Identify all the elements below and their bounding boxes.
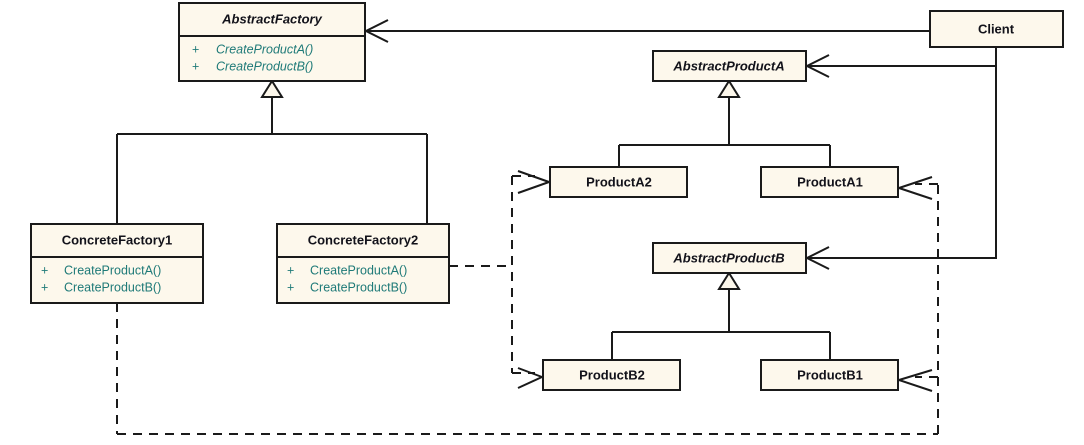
- class-box-abstract-product-b[interactable]: AbstractProductB: [652, 242, 807, 274]
- dependency-concretefactory1-products[interactable]: [116, 176, 939, 435]
- class-box-product-a1[interactable]: ProductA1: [760, 166, 899, 198]
- class-title-product-b1: ProductB1: [797, 367, 863, 382]
- class-title-product-a1: ProductA1: [797, 174, 863, 189]
- member-name-createproducta: CreateProductA(): [216, 42, 313, 56]
- member-name-createproductb: CreateProductB(): [216, 59, 313, 73]
- class-box-client[interactable]: Client: [929, 10, 1064, 48]
- generalization-productb-abstractproductb[interactable]: [611, 271, 831, 360]
- edge-layer: [116, 19, 997, 435]
- class-title-client: Client: [978, 21, 1015, 36]
- class-title-abstract-product-a: AbstractProductA: [672, 58, 784, 73]
- class-title-abstract-product-b: AbstractProductB: [672, 250, 784, 265]
- class-title-product-a2: ProductA2: [586, 174, 652, 189]
- generalization-triangle-abstractproducta: [717, 79, 741, 98]
- member-visibility: +: [41, 280, 48, 294]
- dependency-concretefactory2-products[interactable]: [449, 170, 550, 389]
- generalization-triangle-abstractfactory: [260, 79, 284, 98]
- member-visibility: +: [192, 42, 199, 56]
- member-name-createproductb: CreateProductB(): [310, 280, 407, 294]
- class-box-product-a2[interactable]: ProductA2: [549, 166, 688, 198]
- class-box-product-b2[interactable]: ProductB2: [542, 359, 681, 391]
- member-name-createproducta: CreateProductA(): [310, 263, 407, 277]
- association-client-abstractproducta[interactable]: [804, 47, 997, 78]
- class-box-abstract-factory[interactable]: AbstractFactory + CreateProductA() + Cre…: [178, 2, 366, 82]
- class-title-product-b2: ProductB2: [579, 367, 645, 382]
- member-name-createproducta: CreateProductA(): [64, 263, 161, 277]
- class-box-concrete-factory-1[interactable]: ConcreteFactory1 + CreateProductA() + Cr…: [30, 223, 204, 304]
- member-name-createproductb: CreateProductB(): [64, 280, 161, 294]
- class-box-product-b1[interactable]: ProductB1: [760, 359, 899, 391]
- class-box-concrete-factory-2[interactable]: ConcreteFactory2 + CreateProductA() + Cr…: [276, 223, 450, 304]
- class-box-abstract-product-a[interactable]: AbstractProductA: [652, 50, 807, 82]
- member-visibility: +: [287, 280, 294, 294]
- generalization-concretefactories-abstractfactory[interactable]: [116, 79, 428, 224]
- class-title-abstract-factory: AbstractFactory: [221, 11, 322, 26]
- member-visibility: +: [192, 59, 199, 73]
- class-title-concrete-factory-1: ConcreteFactory1: [62, 232, 173, 247]
- class-title-concrete-factory-2: ConcreteFactory2: [308, 232, 419, 247]
- generalization-triangle-abstractproductb: [717, 271, 741, 290]
- association-client-abstractfactory[interactable]: [363, 19, 930, 43]
- member-visibility: +: [287, 263, 294, 277]
- generalization-producta-abstractproducta[interactable]: [618, 79, 831, 167]
- member-visibility: +: [41, 263, 48, 277]
